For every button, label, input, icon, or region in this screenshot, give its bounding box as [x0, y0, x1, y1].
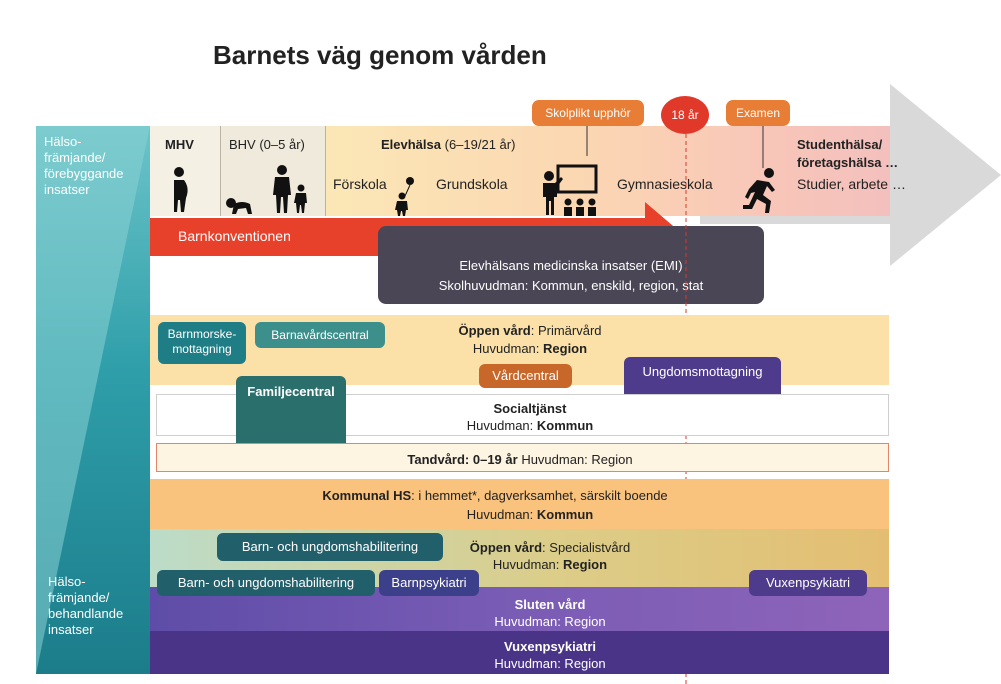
kommunal-hs-huv-value: Kommun — [536, 507, 594, 522]
label-studier: Studier, arbete … — [797, 176, 906, 192]
segment-bhv — [220, 126, 325, 216]
child-balloon-icon — [395, 177, 414, 216]
box-barnmorskemottagning: Barnmorske- mottagning — [158, 322, 246, 364]
box-habilitering-1: Barn- och ungdomshabilitering — [217, 533, 443, 561]
kommunal-hs-huvudman: Huvudman: Kommun — [420, 506, 640, 523]
specialistvard-huvudman: Huvudman: Region — [440, 556, 660, 573]
sluten-title: Sluten vård — [514, 597, 586, 612]
specialistvard-huv-value: Region — [563, 557, 608, 572]
box-familjecentral: Familjecentral — [236, 376, 346, 452]
label-forskola: Förskola — [333, 176, 387, 192]
label-gymnasieskola: Gymnasieskola — [617, 176, 713, 192]
primarvard-title-bold: Öppen vård — [458, 323, 531, 338]
label-foretagshalsa: företagshälsa … — [797, 155, 899, 170]
vuxenpsykiatri-title: Vuxenpsykiatri — [503, 639, 596, 654]
specialistvard-title-rest: : Specialistvård — [542, 540, 631, 555]
label-grundskola: Grundskola — [436, 176, 508, 192]
socialtjanst-huv-label: Huvudman: — [466, 418, 537, 433]
pregnant-woman-icon — [174, 167, 188, 212]
crawling-baby-icon — [226, 198, 252, 214]
page-title: Barnets väg genom vården — [213, 40, 547, 70]
examen-connector — [762, 126, 764, 168]
label-studenthalsa: Studenthälsa/ — [797, 137, 883, 152]
primarvard-huvudman: Huvudman: Region — [420, 340, 640, 357]
box-habilitering-2: Barn- och ungdomshabilitering — [157, 570, 375, 596]
label-bhv: BHV (0–5 år) — [229, 137, 305, 152]
band-tandvard — [156, 443, 889, 472]
primarvard-huv-value: Region — [543, 341, 588, 356]
tandvard-text: Tandvård: 0–19 år Huvudman: Region — [380, 451, 660, 468]
sluten-huvudman: Huvudman: Region — [494, 614, 606, 629]
socialtjanst-huv-value: Kommun — [536, 418, 594, 433]
primarvard-title: Öppen vård: Primärvård — [420, 322, 640, 339]
barnkonventionen-label: Barnkonventionen — [178, 228, 291, 244]
tandvard-huvudman: Huvudman: Region — [521, 452, 633, 467]
socialtjanst-huvudman: Huvudman: Kommun — [420, 417, 640, 434]
socialtjanst-title: Socialtjänst — [493, 401, 567, 416]
box-barnavardscentral: Barnavårdscentral — [255, 322, 385, 348]
kommunal-hs-title-bold: Kommunal HS — [322, 488, 412, 503]
side-wedge — [36, 126, 150, 674]
kommunal-hs-title: Kommunal HS: i hemmet*, dagverksamhet, s… — [290, 487, 700, 504]
side-label-bottom: Hälso- främjande/ behandlande insatser — [48, 574, 124, 637]
parent-child-icon — [273, 165, 307, 213]
label-mhv: MHV — [165, 137, 194, 152]
box-vuxenpsykiatri: Vuxenpsykiatri — [749, 570, 867, 596]
label-elevhalsa: Elevhälsa (6–19/21 år) — [381, 137, 515, 152]
band-vuxenpsykiatri — [150, 631, 889, 674]
side-label-top: Hälso- främjande/ förebyggande insatser — [44, 134, 124, 197]
marker-skolplikt: Skolplikt upphör — [532, 100, 644, 126]
tandvard-title: Tandvård: 0–19 år — [407, 452, 518, 467]
specialistvard-title-bold: Öppen vård — [469, 540, 543, 555]
running-person-icon — [743, 168, 775, 213]
kommunal-hs-huv-label: Huvudman: — [466, 507, 537, 522]
vuxenpsykiatri-huvudman: Huvudman: Region — [494, 656, 606, 671]
primarvard-title-rest: : Primärvård — [530, 323, 602, 338]
specialistvard-title: Öppen vård: Specialistvård — [440, 539, 660, 556]
specialistvard-huv-label: Huvudman: — [492, 557, 564, 572]
label-elevhalsa-age: (6–19/21 år) — [444, 137, 516, 152]
skolplikt-connector — [586, 126, 588, 156]
band-kommunal-hs — [150, 479, 889, 529]
segment-elevhalsa — [325, 126, 890, 216]
emi-line1: Elevhälsans medicinska insatser (EMI) — [459, 258, 683, 273]
classroom-teacher-icon — [543, 164, 598, 216]
marker-examen: Examen — [726, 100, 790, 126]
label-elevhalsa-bold: Elevhälsa — [381, 137, 441, 152]
kommunal-hs-title-rest: : i hemmet*, dagverksamhet, särskilt boe… — [411, 488, 668, 503]
box-vardcentral: Vårdcentral — [479, 364, 572, 388]
primarvard-huv-label: Huvudman: — [472, 341, 544, 356]
emi-box — [378, 226, 764, 304]
box-barnpsykiatri: Barnpsykiatri — [379, 570, 479, 596]
emi-line2: Skolhuvudman: Kommun, enskild, region, s… — [438, 278, 704, 293]
marker-18-ar: 18 år — [661, 96, 709, 134]
